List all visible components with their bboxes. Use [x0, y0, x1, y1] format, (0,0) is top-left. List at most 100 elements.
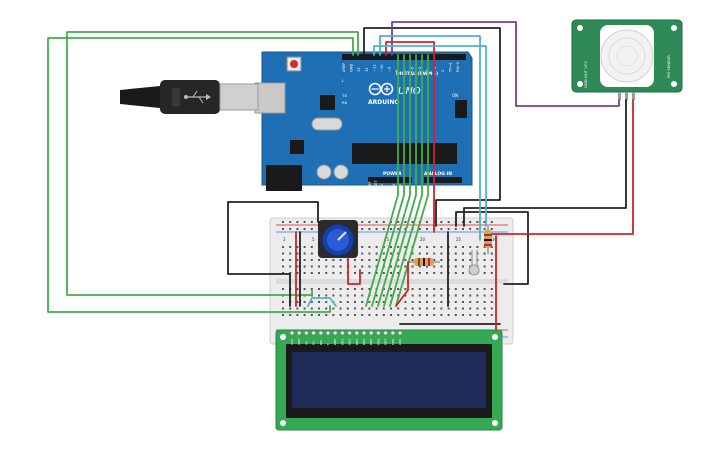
analog-header	[424, 177, 462, 183]
pin-label-analog_pins-4: A4	[448, 187, 452, 192]
lcd-pin	[304, 330, 309, 336]
pin-label-power_pins-5: GND	[398, 184, 402, 192]
lcd-pin-label-14: LED	[391, 338, 395, 345]
pin-label-analog_pins-5: A5	[454, 187, 458, 192]
lcd-pin	[289, 330, 295, 336]
pin-label-top_pins-4: ~11	[372, 64, 376, 72]
tx-led-label: TX	[341, 93, 347, 98]
lcd-pin-label-4: RW	[319, 340, 323, 345]
lcd-screen	[292, 352, 486, 408]
arduino-logo	[368, 82, 394, 96]
pin-label-power_pins-0: IOREF	[368, 181, 372, 192]
wire-green-7	[389, 54, 423, 307]
pin-label-power_pins-1: RESET	[374, 180, 378, 192]
arduino-uno-board[interactable]: ARDUINO UNO DIGITAL (PWM~) POWER ANALOG …	[254, 51, 473, 192]
crystal-oscillator	[311, 117, 343, 131]
dc-power-jack	[266, 165, 302, 191]
lcd-pin-label-10: DB4	[362, 339, 366, 345]
wire-green-3	[365, 54, 399, 307]
lcd-pin	[383, 330, 388, 336]
row-number-1: 1	[283, 237, 286, 242]
wire-cyan-3	[307, 297, 337, 307]
wire-green-4	[371, 54, 405, 307]
power-label: POWER	[383, 171, 402, 177]
pin-label-top_pins-2: 13	[357, 67, 361, 72]
pin-label-top_pins-0: AREF	[342, 63, 346, 72]
capacitor-1	[316, 164, 332, 180]
l-led-label: L	[342, 78, 345, 83]
wire-black-2	[227, 201, 319, 307]
pin-label-top_pins-12: ~3	[433, 67, 437, 72]
row-number-15: 15	[384, 237, 390, 242]
pin-label-top_pins-9: ~6	[410, 66, 414, 72]
pin-label-analog_pins-1: A1	[430, 187, 434, 192]
pin-label-top_pins-15: RX←0	[456, 61, 460, 72]
lcd-pin	[333, 330, 338, 336]
wires	[47, 21, 634, 331]
power-header	[368, 177, 412, 183]
usb-cable	[120, 80, 259, 114]
lcd-pin	[325, 330, 331, 336]
pin-label-power_pins-4: GND	[392, 184, 396, 192]
wire-black-3	[463, 99, 627, 227]
wire-black-4	[455, 211, 529, 285]
lcd-pin	[376, 330, 381, 336]
wire-red-2	[491, 99, 634, 235]
pin-label-power_pins-3: 5V	[386, 187, 390, 192]
resistor-1	[408, 258, 440, 266]
led-component	[468, 250, 480, 276]
analog-in-label: ANALOG IN	[424, 171, 452, 177]
capacitor-2	[333, 164, 349, 180]
pin-label-power_pins-2: 3.3V	[380, 183, 384, 192]
lcd-pin	[390, 330, 395, 336]
lcd-pin-label-3: RS	[312, 341, 316, 345]
lcd-pin	[397, 330, 403, 336]
wire-green-6	[383, 54, 417, 307]
lcd-pin-label-12: DB6	[376, 339, 380, 345]
on-led-label: ON	[452, 93, 458, 98]
arduino-brand: ARDUINO	[368, 99, 399, 106]
lcd-pin-label-6: DB0	[333, 339, 337, 345]
potentiometer[interactable]	[318, 220, 358, 258]
lcd-pin-label-7: DB1	[340, 339, 344, 345]
lcd-pin	[369, 330, 374, 336]
lcd-pin-label-15: LED	[398, 338, 402, 345]
lcd-pin	[297, 330, 302, 336]
usb-port	[254, 82, 286, 114]
lcd-pin	[354, 330, 359, 336]
lcd-pin-label-5: E	[326, 343, 330, 345]
pir-motion-sensor[interactable]: GND OUT VCC PIR SENSOR	[571, 19, 683, 100]
wire-black-1	[363, 27, 501, 227]
lcd-pin-label-11: DB5	[369, 339, 373, 345]
pin-label-power_pins-6: Vin	[404, 186, 408, 192]
row-number-30: 30	[492, 237, 498, 242]
row-number-20: 20	[420, 237, 426, 242]
pir-side-label: PIR SENSOR	[666, 55, 671, 78]
lcd-pin-label-13: DB7	[384, 339, 388, 345]
pin-label-analog_pins-3: A3	[442, 187, 446, 192]
lcd-pin	[361, 330, 367, 336]
wire-red-3	[347, 257, 361, 285]
usb-symbol-icon	[184, 90, 211, 104]
pin-label-top_pins-5: ~10	[380, 64, 384, 72]
pin-label-analog_pins-0: A0	[424, 187, 428, 192]
wire-green-2	[66, 31, 359, 296]
wire-purple	[391, 21, 620, 107]
small-chip	[290, 140, 304, 154]
usb-chip	[320, 95, 335, 110]
pir-pin-label: GND OUT VCC	[583, 61, 588, 88]
wire-cyan-2	[373, 45, 487, 227]
lcd-pin	[311, 330, 316, 336]
wire-green-5	[377, 54, 411, 307]
row-number-5: 5	[312, 237, 315, 242]
wire-green-1	[47, 37, 354, 313]
pin-label-top_pins-3: 12	[365, 67, 369, 72]
pin-label-top_pins-14: TX→1	[448, 62, 452, 73]
lcd-pin-label-8: DB2	[348, 339, 352, 345]
